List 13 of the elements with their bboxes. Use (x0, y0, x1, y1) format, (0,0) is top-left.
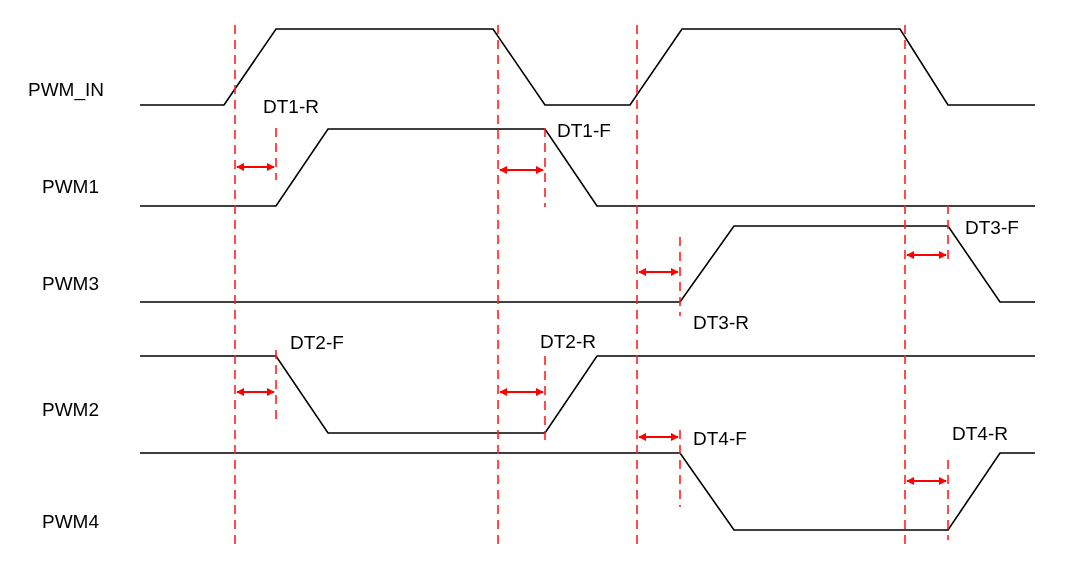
dead-time-label: DT4-F (693, 429, 747, 448)
signal-name: PWM4 (42, 512, 99, 531)
dead-time-label: DT3-F (965, 218, 1019, 237)
signal-name: PWM_IN (28, 80, 104, 99)
dead-time-label: DT1-F (557, 121, 611, 140)
dead-time-label: DT2-R (540, 332, 596, 351)
dead-time-label: DT3-R (693, 313, 749, 332)
signal-name: PWM1 (42, 177, 99, 196)
signal-name: PWM2 (42, 400, 99, 419)
signal-name: PWM3 (42, 274, 99, 293)
dead-time-label: DT4-R (952, 424, 1008, 443)
dead-time-label: DT2-F (290, 333, 344, 352)
dead-time-label: DT1-R (263, 97, 319, 116)
